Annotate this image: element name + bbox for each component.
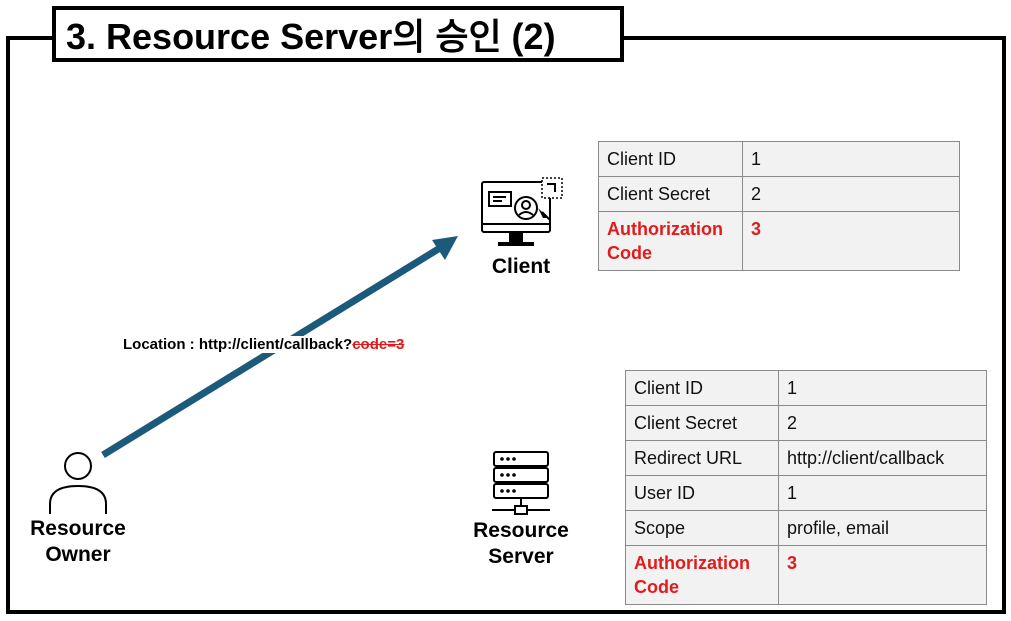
- table-value: 2: [778, 405, 987, 441]
- table-row: Scope profile, email: [625, 510, 987, 546]
- table-key: Redirect URL: [625, 440, 779, 476]
- table-row: Redirect URL http://client/callback: [625, 440, 987, 476]
- resource-server-label-line1: Resource: [473, 519, 569, 542]
- table-value: 2: [742, 176, 960, 212]
- slide-title-text: 3. Resource Server의 승인 (2): [66, 16, 556, 57]
- resource-owner-label-line1: Resource: [30, 517, 126, 540]
- table-key: Client Secret: [625, 405, 779, 441]
- table-row: Client Secret 2: [625, 405, 987, 441]
- table-value: http://client/callback: [778, 440, 987, 476]
- server-rack-icon: [492, 451, 550, 515]
- table-value: 3: [742, 211, 960, 271]
- table-row: Client Secret 2: [598, 176, 960, 212]
- location-code: code=3: [352, 336, 405, 353]
- table-row: User ID 1: [625, 475, 987, 511]
- table-value: 1: [778, 475, 987, 511]
- resource-server-actor: Resource Server: [460, 450, 582, 570]
- table-value: 1: [742, 141, 960, 177]
- resource-owner-label-line2: Owner: [45, 543, 111, 566]
- table-key: Client ID: [598, 141, 743, 177]
- table-value: 1: [778, 370, 987, 406]
- table-value: profile, email: [778, 510, 987, 546]
- table-value: 3: [778, 545, 987, 605]
- client-credentials-table: Client ID 1 Client Secret 2 Authorizatio…: [598, 141, 960, 271]
- table-key: Client Secret: [598, 176, 743, 212]
- table-key: Authorization Code: [598, 211, 743, 271]
- table-key: Authorization Code: [625, 545, 779, 605]
- redirect-arrow-head: [432, 236, 458, 260]
- slide-title: 3. Resource Server의 승인 (2): [52, 6, 624, 62]
- client-label: Client: [491, 255, 551, 278]
- location-prefix: Location : http://client/callback?: [123, 336, 353, 353]
- client-actor: Client: [466, 176, 576, 280]
- table-row-authorization-code: Authorization Code 3: [598, 211, 960, 271]
- resource-server-label-line2: Server: [488, 545, 554, 568]
- redirect-location-label: Location : http://client/callback?code=3: [121, 336, 407, 353]
- table-row-authorization-code: Authorization Code 3: [625, 545, 987, 605]
- monitor-user-icon: [481, 177, 563, 246]
- table-row: Client ID 1: [598, 141, 960, 177]
- table-row: Client ID 1: [625, 370, 987, 406]
- table-key: User ID: [625, 475, 779, 511]
- resource-server-table: Client ID 1 Client Secret 2 Redirect URL…: [625, 370, 987, 605]
- person-icon: [49, 452, 107, 514]
- table-key: Scope: [625, 510, 779, 546]
- table-key: Client ID: [625, 370, 779, 406]
- resource-owner-actor: Resource Owner: [18, 450, 138, 568]
